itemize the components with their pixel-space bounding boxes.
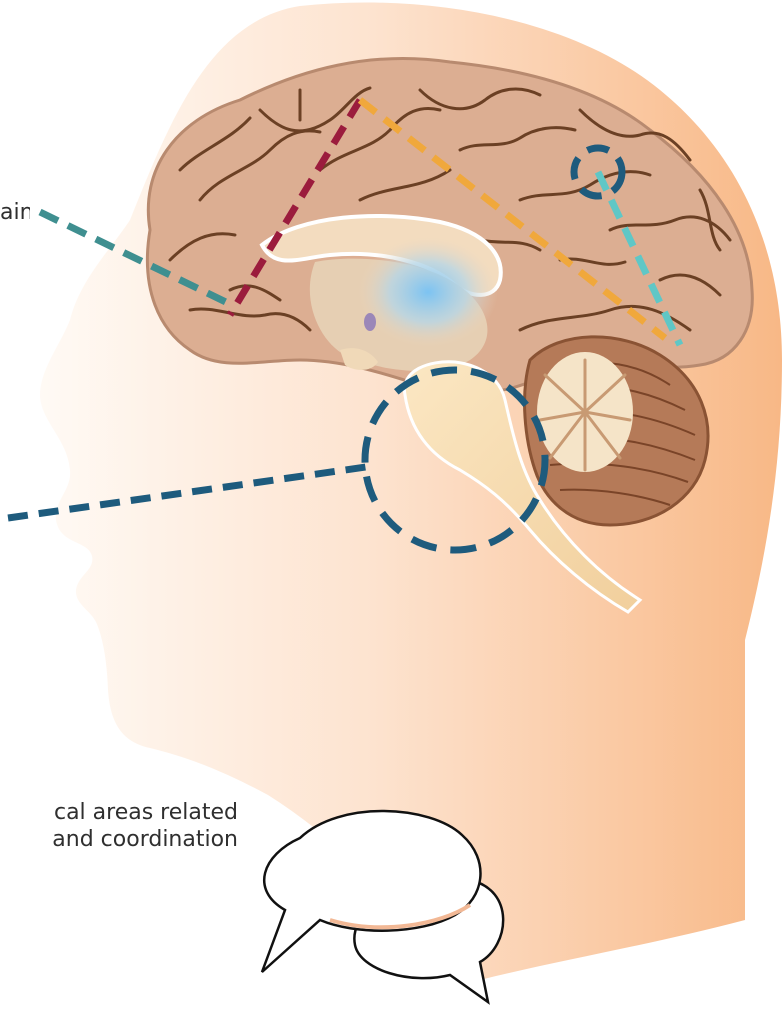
label-bottom: cal areas related and coordination: [0, 799, 238, 853]
label-bottom-line1: cal areas related: [0, 799, 238, 826]
arbor-vitae: [537, 352, 633, 472]
speech-bubble-icon: [262, 811, 503, 1002]
label-top: ain: [0, 199, 30, 226]
label-bottom-line2: and coordination: [0, 826, 238, 853]
pineal-dot: [364, 313, 376, 331]
thalamus-glow: [358, 237, 498, 347]
